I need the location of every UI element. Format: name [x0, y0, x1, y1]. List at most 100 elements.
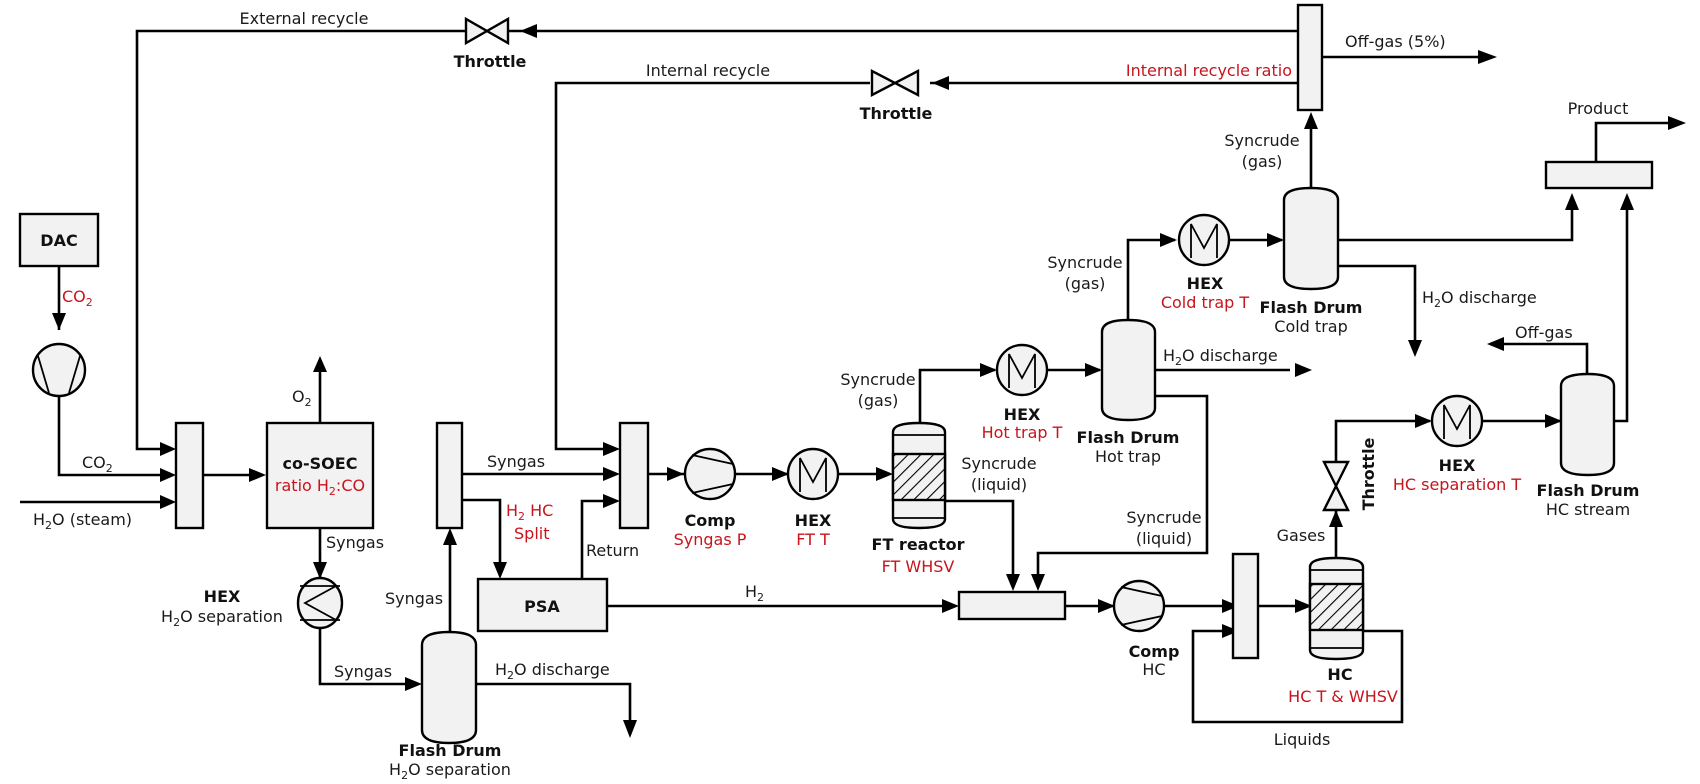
pipe-cold-h2o	[1339, 264, 1417, 340]
heat-exchanger-cold-trap-icon	[1177, 213, 1231, 267]
flash-h2o-desc: H2O separation	[389, 760, 511, 782]
pipe-internal-recycle-2	[554, 81, 870, 451]
throttle-valve-internal-icon	[870, 69, 920, 97]
arrow-icon	[1408, 340, 1422, 357]
ft-syncrude-gas-label: Syncrude	[840, 370, 915, 389]
mixer-hc-reactor	[1231, 552, 1260, 660]
hc-liquids-label: Liquids	[1274, 730, 1331, 749]
dac-co2-param: CO2	[62, 287, 93, 309]
hex-h2o-desc: H2O separation	[161, 607, 283, 629]
hc-reactor-param: HC T & WHSV	[1288, 687, 1398, 706]
arrow-icon	[1006, 574, 1020, 591]
flash-h2o-label: Flash Drum	[399, 741, 502, 760]
flash-hot-label: Flash Drum	[1077, 428, 1180, 447]
o2-label: O2	[292, 387, 312, 409]
comp-syngas-label: Comp	[685, 511, 736, 530]
splitter-syngas	[435, 421, 464, 530]
arrow-icon	[942, 599, 959, 613]
flash-syngas-label: Syngas	[385, 589, 443, 608]
throttle-external-label: Throttle	[454, 52, 527, 71]
arrow-icon	[1304, 112, 1318, 129]
internal-recycle-ratio-param: Internal recycle ratio	[1126, 61, 1292, 80]
off-gas-5-label: Off-gas (5%)	[1345, 32, 1446, 51]
flash-h2o-discharge-label: H2O discharge	[495, 660, 610, 682]
arrow-icon	[603, 467, 620, 481]
co2-compressor-icon	[31, 342, 87, 398]
throttle-internal-label: Throttle	[860, 104, 933, 123]
pipe-throttle-hexhc	[1334, 419, 1430, 462]
syngas-compressor-icon	[683, 447, 737, 501]
pipe-psa-return	[580, 499, 610, 580]
steam-label: H2O (steam)	[33, 510, 132, 532]
arrow-icon	[876, 467, 893, 481]
arrow-icon	[520, 24, 537, 38]
ft-reactor-label: FT reactor	[872, 535, 965, 554]
arrow-icon	[1668, 116, 1686, 130]
psa-unit	[476, 577, 609, 633]
mixer-feed	[174, 421, 205, 530]
comp-syngas-param: Syngas P	[674, 530, 747, 549]
ft-syncrude-liquid-label: Syncrude	[961, 454, 1036, 473]
hot-h2o-discharge-label: H2O discharge	[1163, 346, 1278, 368]
comp-hc-desc: HC	[1142, 660, 1165, 679]
heat-exchanger-ft-icon	[786, 447, 840, 501]
arrow-icon	[160, 468, 176, 482]
ft-syncrude-liquid-label-2: (liquid)	[971, 475, 1027, 494]
heat-exchanger-h2o-icon	[296, 576, 344, 630]
hex-syngas-label: Syngas	[334, 662, 392, 681]
arrow-icon	[160, 442, 176, 456]
internal-recycle-label: Internal recycle	[646, 61, 770, 80]
psa-h2-label: H2	[745, 582, 764, 604]
arrow-icon	[1031, 574, 1045, 591]
pipe-hc-liquids	[1191, 629, 1404, 724]
hot-syncrude-liquid-label: Syncrude	[1126, 508, 1201, 527]
flash-cold-label: Flash Drum	[1260, 298, 1363, 317]
pipe-hc-product	[1614, 208, 1629, 423]
hex-hc-label: HEX	[1439, 456, 1476, 475]
arrow-icon	[603, 442, 620, 456]
co-soec-label: co-SOEC	[283, 454, 358, 473]
arrow-icon	[493, 562, 507, 579]
arrow-icon	[249, 468, 266, 482]
arrow-icon	[1620, 193, 1634, 210]
hex-ft-label: HEX	[795, 511, 832, 530]
mixer-hc-feed	[957, 590, 1067, 621]
hot-syncrude-gas-label-2: (gas)	[1065, 274, 1106, 293]
flash-hc-desc: HC stream	[1546, 500, 1630, 519]
mixer-product	[1544, 160, 1654, 190]
psa-return-label: Return	[586, 541, 639, 560]
ft-reactor-param: FT WHSV	[882, 557, 955, 576]
psa-label: PSA	[524, 597, 560, 616]
arrow-icon	[1295, 363, 1312, 377]
hex-hot-label: HEX	[1004, 405, 1041, 424]
h2-hc-split-param-2: Split	[514, 524, 549, 543]
arrow-icon	[1478, 50, 1497, 64]
co-soec-param: ratio H2:CO	[275, 476, 365, 498]
heat-exchanger-hot-trap-icon	[995, 343, 1049, 397]
pipe-flash-h2o-discharge	[476, 682, 632, 720]
arrow-icon	[1565, 193, 1579, 210]
arrow-icon	[667, 467, 684, 481]
arrow-icon	[1329, 510, 1343, 527]
flash-drum-hc-stream	[1559, 372, 1616, 477]
co-soec-unit	[265, 421, 375, 530]
h2-hc-split-param: H2 HC	[506, 501, 553, 523]
product-label: Product	[1568, 99, 1629, 118]
hot-syncrude-gas-label: Syncrude	[1047, 253, 1122, 272]
arrow-icon	[1545, 414, 1562, 428]
arrow-icon	[1160, 233, 1177, 247]
soec-syngas-label: Syngas	[326, 533, 384, 552]
dac-unit	[18, 212, 100, 268]
pipe-hot-liquid	[1036, 394, 1209, 582]
arrow-icon	[1487, 337, 1504, 351]
comp-hc-label: Comp	[1129, 642, 1180, 661]
hc-off-gas-label: Off-gas	[1515, 323, 1573, 342]
mixer-ft-feed	[618, 421, 650, 530]
arrow-icon	[1222, 599, 1239, 613]
hc-compressor-icon	[1112, 579, 1166, 633]
arrow-icon	[1098, 599, 1115, 613]
pipe-co2-feed	[57, 396, 168, 477]
ft-reactor	[891, 421, 947, 530]
arrow-icon	[443, 528, 457, 545]
flash-drum-h2o	[420, 630, 478, 745]
